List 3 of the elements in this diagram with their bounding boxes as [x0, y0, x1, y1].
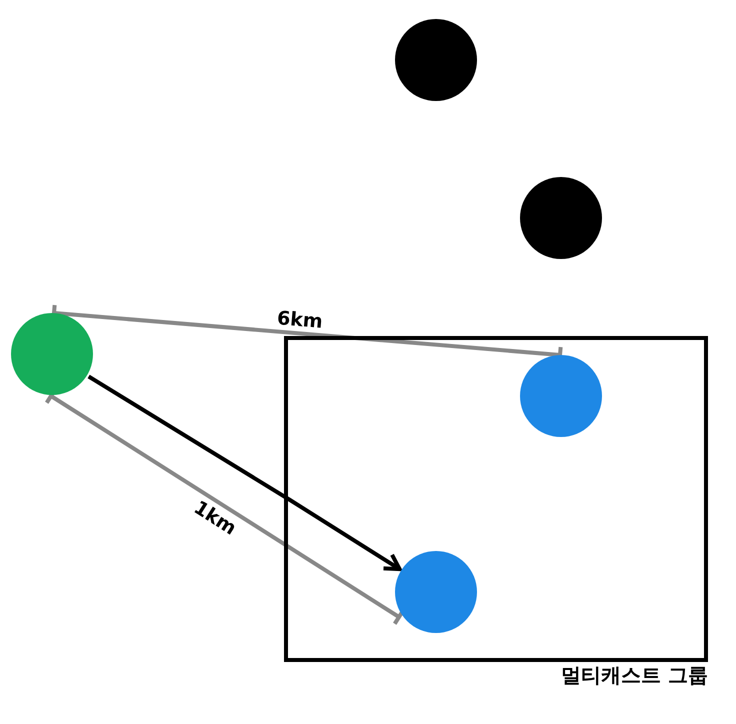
- group-label: 멀티캐스트 그룹: [561, 664, 708, 686]
- arrow: [88, 374, 402, 572]
- distance-label: 6km: [276, 308, 324, 332]
